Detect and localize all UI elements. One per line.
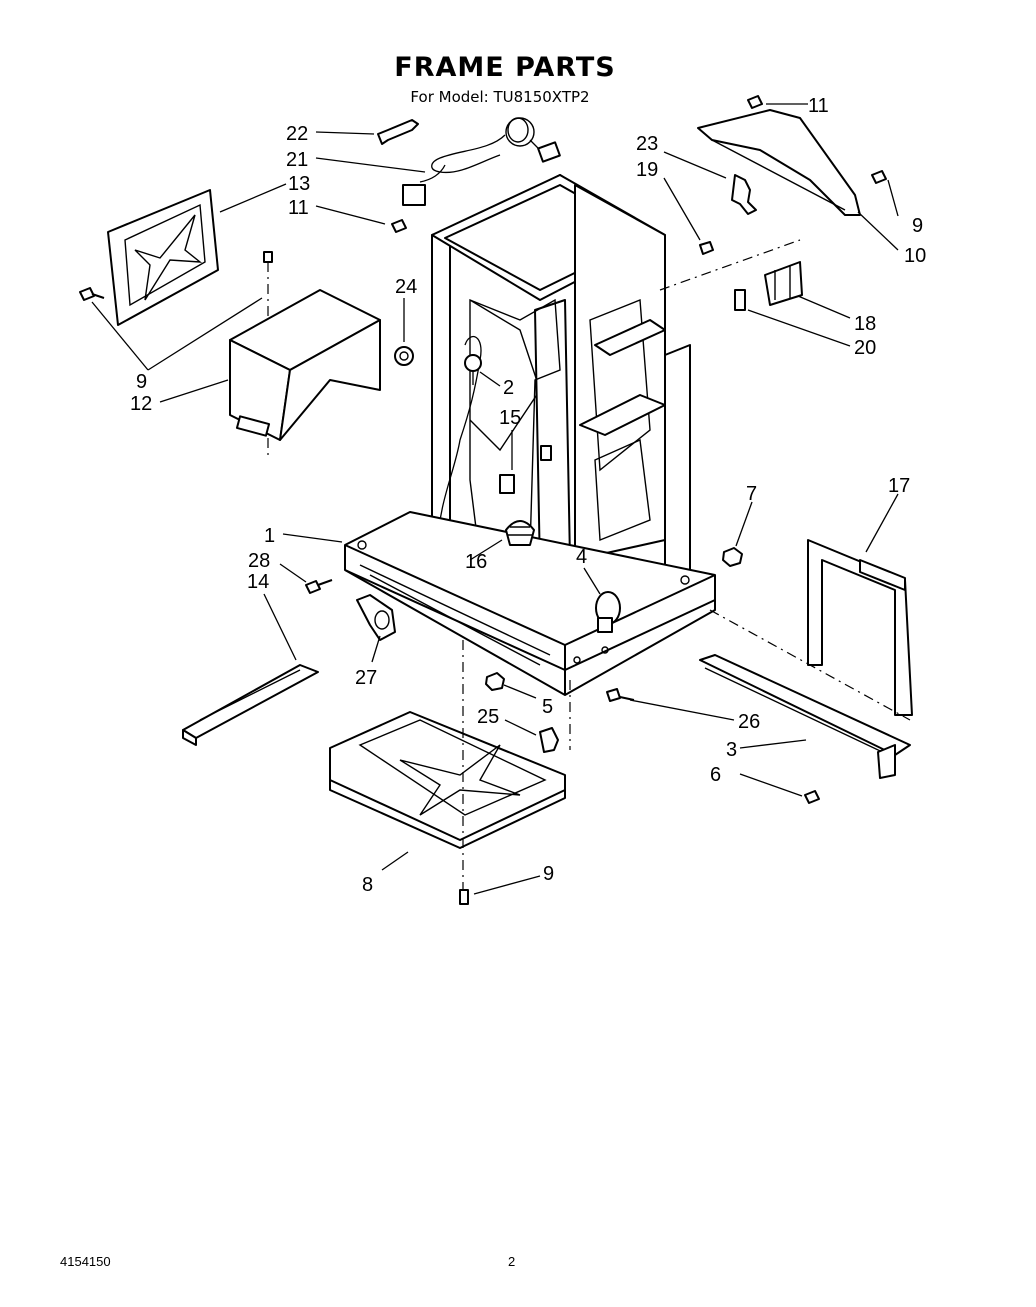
screw-6: [804, 790, 820, 804]
screw-9-vertical: [263, 251, 273, 263]
bottom-panel-8: [329, 711, 566, 849]
rear-leg: [595, 591, 621, 633]
bracket-10: [697, 109, 861, 216]
callout-9-right: 9: [912, 215, 923, 237]
seal-14: [182, 664, 319, 746]
nut-5: [485, 672, 505, 691]
callout-25: 25: [477, 706, 499, 728]
screw-19: [699, 241, 714, 255]
power-cord-21: [402, 117, 561, 206]
screw-9-left: [79, 287, 105, 301]
callout-2: 2: [503, 377, 514, 399]
callout-12: 12: [130, 393, 152, 415]
callout-1: 1: [264, 525, 275, 547]
latch-18: [764, 261, 803, 306]
nut-7: [722, 547, 743, 567]
rail-3: [699, 654, 911, 779]
callout-14: 14: [247, 571, 269, 593]
screw-26: [606, 688, 635, 702]
indicator-lamp-2: [464, 354, 482, 385]
screw-9-bottom: [459, 889, 469, 905]
callout-21: 21: [286, 149, 308, 171]
callout-19: 19: [636, 159, 658, 181]
callout-27: 27: [355, 667, 377, 689]
base-frame: [344, 511, 716, 696]
screw-11-right: [747, 95, 763, 109]
callout-17: 17: [888, 475, 910, 497]
callout-9-left: 9: [136, 371, 147, 393]
hinge-bracket-27: [356, 594, 396, 641]
plate-20: [734, 289, 746, 311]
callout-4: 4: [576, 546, 587, 568]
screw-28: [305, 579, 333, 594]
hinge-23: [731, 174, 757, 215]
callout-6: 6: [710, 764, 721, 786]
document-number: 4154150: [60, 1254, 111, 1269]
callout-24: 24: [395, 276, 417, 298]
clip-25: [539, 727, 559, 753]
callout-3: 3: [726, 739, 737, 761]
callout-18: 18: [854, 313, 876, 335]
callout-15: 15: [499, 407, 521, 429]
callout-16: 16: [465, 551, 487, 573]
page-number: 2: [508, 1254, 516, 1269]
callout-22: 22: [286, 123, 308, 145]
panel-13: [107, 189, 219, 326]
callout-10: 10: [904, 245, 926, 267]
callout-13: 13: [288, 173, 310, 195]
callout-11-right: 11: [808, 95, 829, 117]
callout-9-bottom: 9: [543, 863, 554, 885]
callout-11-left: 11: [288, 197, 309, 219]
cover-12: [229, 289, 381, 441]
callout-20: 20: [854, 337, 876, 359]
screw-11-left: [391, 219, 407, 233]
screw-9-right: [871, 170, 887, 184]
callout-26: 26: [738, 711, 760, 733]
callout-23: 23: [636, 133, 658, 155]
leader-lines: [91, 103, 899, 895]
callout-28: 28: [248, 550, 270, 572]
bumper-16: [505, 520, 535, 546]
page-title: FRAME PARTS: [394, 52, 616, 83]
callout-7: 7: [746, 483, 757, 505]
callout-5: 5: [542, 696, 553, 718]
frame-tower: [431, 174, 691, 611]
model-subtitle: For Model: TU8150XTP2: [410, 88, 590, 106]
callout-labels: 22 21 13 11 24 9 12 2 15 1 28 14 16 4 7 …: [130, 95, 926, 896]
grommet-24: [394, 346, 414, 366]
callout-8: 8: [362, 874, 373, 896]
clip-22: [377, 119, 419, 145]
gasket-17: [807, 539, 913, 716]
